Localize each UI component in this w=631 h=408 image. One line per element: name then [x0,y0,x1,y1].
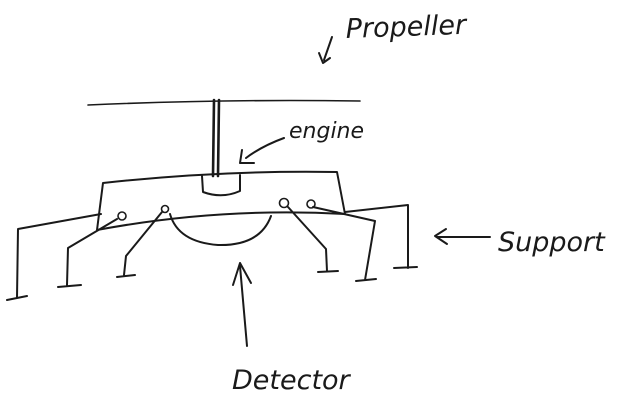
leg-right-outer [344,204,418,269]
detector-dome [169,213,272,247]
joint-circle-3 [278,197,290,209]
annotation-arrows [232,36,491,347]
joint-circle-4 [306,199,316,209]
engine-housing [201,174,241,197]
leg-right-middle [312,206,377,282]
propeller [87,98,361,178]
leg-left-inner [57,218,118,288]
support-arrow [434,228,491,245]
joint-circle-2 [160,204,170,214]
engine-arrow [239,137,285,164]
engine-label: engine [289,119,364,144]
leg-left-middle [116,211,163,278]
leg-right-inner [287,206,339,273]
joint-circle-1 [117,211,127,221]
propeller-blade [87,99,361,106]
drone-body [96,170,346,247]
propeller-arrow [318,36,333,64]
leg-left-outer [6,213,102,301]
propeller-label: Propeller [345,10,468,45]
detector-arrow [232,262,252,347]
support-label: Support [498,227,606,258]
support-legs [6,204,418,301]
propeller-shaft [211,98,221,178]
detector-label: Detector [232,365,352,396]
